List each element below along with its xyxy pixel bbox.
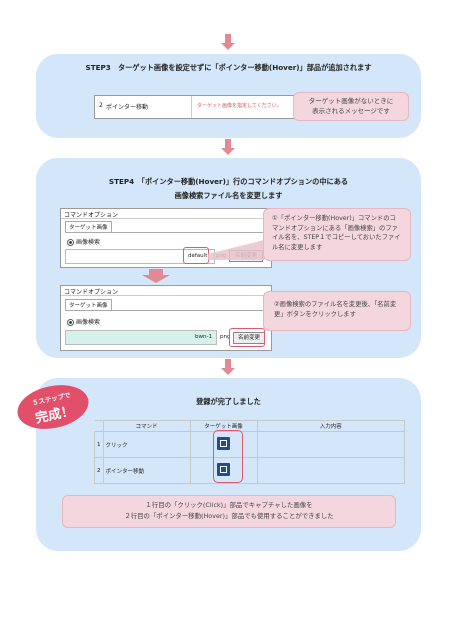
command-options-panel-after: コマンドオプション ターゲット画像 画像検索 bwn-1 png 名前変更 [60, 285, 272, 351]
filename-value: bwn-1 [195, 334, 212, 340]
step4-title-line1: STEP4 「ポインター移動(Hover)」行のコマンドオプションの中にある [108, 177, 349, 186]
completion-panel: 登録が完了しました コマンド ターゲット画像 入力内容 1 クリック 2 ポイン… [36, 378, 421, 551]
radio-label: 画像検索 [76, 239, 101, 246]
col-header-command: コマンド [102, 420, 191, 432]
options-header: コマンドオプション [64, 289, 119, 296]
table-row[interactable]: 1 クリック [94, 431, 405, 458]
row-command: クリック [102, 431, 191, 458]
arrow-down-icon [221, 359, 235, 375]
row-input [256, 431, 405, 458]
image-search-radio[interactable]: 画像検索 [67, 237, 100, 246]
arrow-down-icon [141, 269, 171, 283]
step3-panel: STEP3 ターゲット画像を設定せずに「ポインター移動(Hover)」部品が追加… [36, 54, 421, 138]
tab-target-image[interactable]: ターゲット画像 [65, 221, 112, 232]
note-line2: ２行目の「ポインター移動(Hover)」部品でも使用することができました [124, 512, 334, 520]
step4-title-line2: 画像検索ファイル名を変更します [174, 191, 283, 200]
row-error-message: ターゲット画像を指定してください。 [197, 103, 282, 109]
row-number: 1 [94, 431, 104, 458]
row-image-cell [189, 457, 258, 484]
row-number: 2 [94, 457, 104, 484]
image-column-highlight [213, 430, 243, 483]
filename-input[interactable] [65, 330, 217, 345]
completion-title: 登録が完了しました [196, 397, 261, 406]
rename-button-highlight [229, 328, 265, 347]
arrow-down-icon [221, 139, 235, 155]
arrow-down-icon [221, 34, 235, 50]
file-image-icon [217, 437, 230, 450]
note-line1: １行目の「クリック(Click)」部品でキャプチャした画像を [145, 501, 313, 509]
radio-label: 画像検索 [76, 319, 101, 326]
file-image-icon [217, 463, 230, 476]
table-row[interactable]: 2 ポインター移動 [94, 457, 405, 484]
row-input [256, 457, 405, 484]
step4-callout1: ①「ポインター移動(Hover)」コマンドのコマンドオプションにある「画像検索」… [263, 208, 411, 261]
filename-ext: png [220, 334, 231, 340]
command-table: コマンド ターゲット画像 入力内容 1 クリック 2 ポインター移動 [94, 420, 405, 484]
step3-callout: ターゲット画像がないときに 表示されるメッセージです [293, 92, 409, 121]
row-command: ポインター移動 [102, 457, 191, 484]
filename-highlight [183, 247, 209, 264]
step4-panel: STEP4 「ポインター移動(Hover)」行のコマンドオプションの中にある 画… [36, 158, 421, 358]
row-image-cell [189, 431, 258, 458]
completion-note: １行目の「クリック(Click)」部品でキャプチャした画像を ２行目の「ポインタ… [62, 495, 396, 528]
image-search-radio[interactable]: 画像検索 [67, 317, 100, 326]
col-header-input: 入力内容 [256, 420, 405, 432]
tab-target-image[interactable]: ターゲット画像 [65, 299, 112, 310]
radio-icon [67, 239, 74, 246]
options-header: コマンドオプション [64, 212, 119, 219]
row-command-label: ポインター移動 [106, 104, 149, 111]
rename-button[interactable]: 名前変更 [233, 332, 265, 344]
filename-value: default [188, 253, 208, 259]
row-number: 2 [99, 102, 103, 109]
step4-callout2: ②画像検索のファイル名を変更後、「名前変更」ボタンをクリックします [263, 291, 411, 331]
step3-title: STEP3 ターゲット画像を設定せずに「ポインター移動(Hover)」部品が追加… [85, 63, 372, 72]
radio-icon [67, 319, 74, 326]
